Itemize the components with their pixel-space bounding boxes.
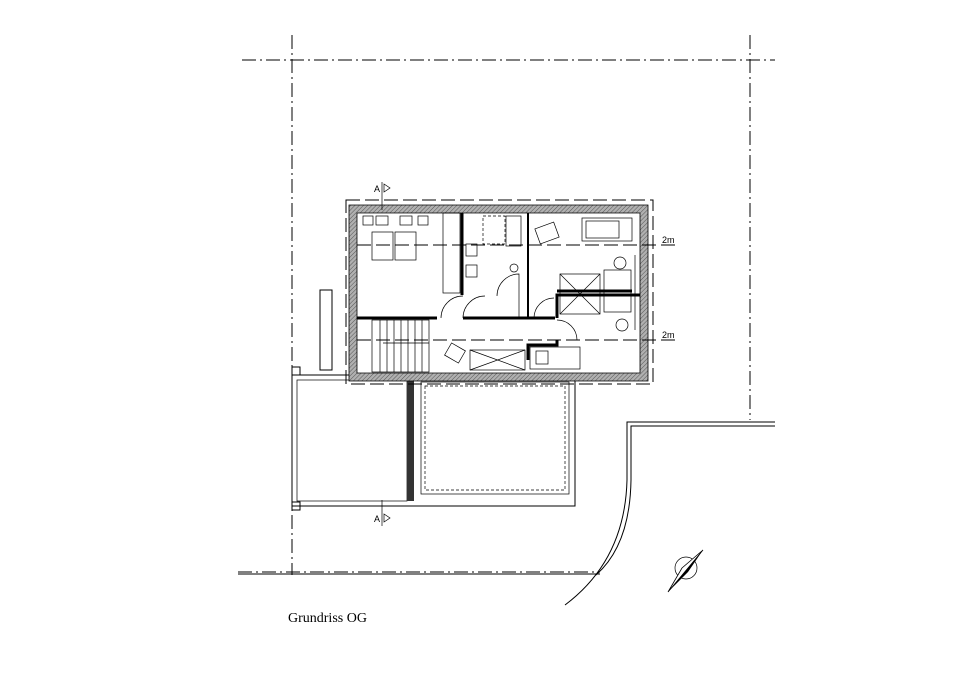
dimension-label-2m-upper: 2m bbox=[662, 235, 675, 245]
building-upper-floor bbox=[345, 199, 680, 385]
section-marker-bottom: A bbox=[374, 500, 391, 526]
drawing-title: Grundriss OG bbox=[288, 611, 367, 626]
section-marker-label: A bbox=[374, 514, 380, 524]
north-arrow-icon bbox=[667, 549, 704, 593]
dimension-label-2m-lower: 2m bbox=[662, 330, 675, 340]
section-marker-label: A bbox=[374, 184, 380, 194]
staircase bbox=[371, 319, 430, 373]
terrace bbox=[291, 289, 576, 511]
section-marker-top: A bbox=[374, 182, 391, 210]
property-boundary bbox=[238, 35, 775, 606]
